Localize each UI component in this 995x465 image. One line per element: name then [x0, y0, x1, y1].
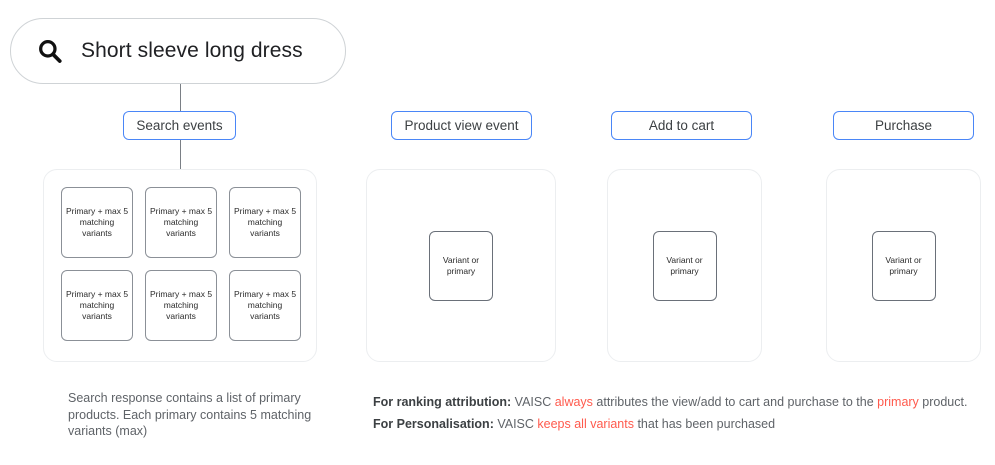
primary-variant-card: Primary + max 5 matching variants [61, 187, 133, 258]
stage-label-purchase[interactable]: Purchase [833, 111, 974, 140]
search-query-text: Short sleeve long dress [81, 39, 303, 62]
panel-product-view: Variant or primary [366, 169, 556, 362]
primary-variant-card: Primary + max 5 matching variants [61, 270, 133, 341]
search-bar[interactable]: Short sleeve long dress [10, 18, 346, 84]
variant-or-primary-card: Variant or primary [429, 230, 493, 301]
variant-or-primary-card: Variant or primary [652, 230, 717, 301]
primary-variant-card: Primary + max 5 matching variants [145, 187, 217, 258]
primary-card-grid: Primary + max 5 matching variants Primar… [61, 187, 301, 341]
primary-variant-card: Primary + max 5 matching variants [229, 187, 301, 258]
note-body: VAISC keeps all variants that has been p… [493, 417, 776, 431]
note-label: For Personalisation: [373, 417, 494, 431]
panel-add-to-cart: Variant or primary [607, 169, 762, 362]
stage-label-product-view-event[interactable]: Product view event [391, 111, 532, 140]
note-body: VAISC always attributes the view/add to … [511, 395, 968, 409]
note-personalisation: For Personalisation: VAISC keeps all var… [373, 413, 988, 435]
primary-variant-card: Primary + max 5 matching variants [145, 270, 217, 341]
panel-search-results: Primary + max 5 matching variants Primar… [43, 169, 317, 362]
stage-label-search-events[interactable]: Search events [123, 111, 236, 140]
panel-purchase: Variant or primary [826, 169, 981, 362]
notes-block: For ranking attribution: VAISC always at… [373, 391, 988, 435]
note-ranking-attribution: For ranking attribution: VAISC always at… [373, 391, 988, 413]
primary-variant-card: Primary + max 5 matching variants [229, 270, 301, 341]
note-label: For ranking attribution: [373, 395, 512, 409]
caption-search-response: Search response contains a list of prima… [68, 391, 312, 438]
stage-label-add-to-cart[interactable]: Add to cart [611, 111, 752, 140]
variant-or-primary-card: Variant or primary [871, 230, 936, 301]
search-icon [39, 40, 62, 63]
